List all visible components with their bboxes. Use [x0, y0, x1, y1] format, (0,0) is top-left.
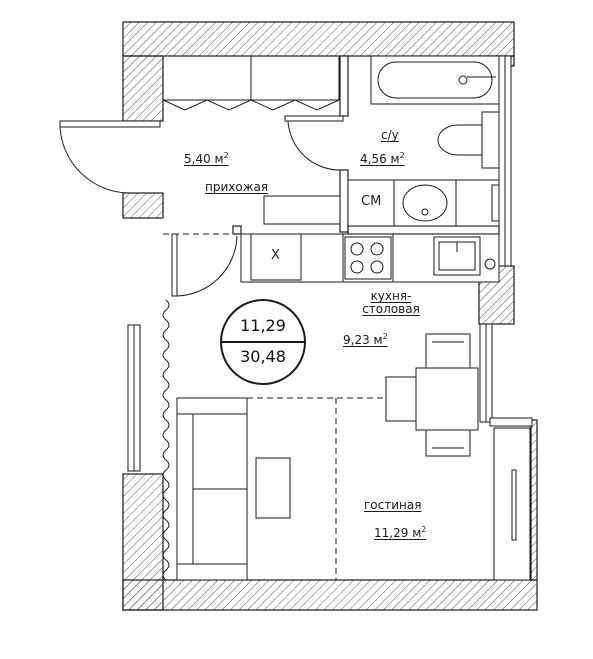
- bathroom-area: 4,56 м2: [360, 151, 405, 166]
- bathroom-name: с/у: [381, 128, 399, 142]
- kitchen-counter: [240, 233, 500, 283]
- summary-living-area: 11,29: [240, 316, 286, 335]
- sofa: [176, 397, 248, 581]
- living-area: 11,29 м2: [374, 525, 427, 540]
- toilet: [437, 111, 500, 169]
- fridge-label: Х: [271, 248, 280, 263]
- bathroom-door: [284, 115, 344, 171]
- kitchen-name-line2: столовая: [362, 302, 420, 316]
- bath-wall-upper: [339, 55, 349, 117]
- entrance-door: [59, 120, 163, 194]
- wall-top: [122, 21, 515, 57]
- wall-left-mid: [122, 192, 164, 219]
- wall-left-upper: [122, 55, 164, 122]
- washer-label: СМ: [361, 194, 382, 209]
- bathtub: [370, 55, 500, 105]
- window-right-upper: [498, 55, 512, 267]
- bath-wall-lower: [339, 169, 349, 233]
- window-right-lower: [479, 323, 533, 427]
- kitchen-door: [163, 233, 238, 297]
- summary-total-area: 30,48: [240, 347, 286, 366]
- area-summary-circle: [220, 299, 306, 385]
- hallway-area: 5,40 м2: [184, 151, 229, 166]
- living-name: гостиная: [364, 498, 422, 512]
- kitchen-wall-stub: [232, 225, 242, 235]
- kitchen-area: 9,23 м2: [343, 332, 388, 347]
- kitchen-name-line1: кухня-: [370, 289, 412, 303]
- dining-set: [385, 333, 479, 457]
- wall-right-lower: [530, 419, 538, 581]
- hallway-bench: [263, 195, 341, 225]
- curtain: [162, 299, 170, 581]
- wall-bottom: [122, 579, 538, 611]
- bath-wall-bottom: [347, 225, 500, 235]
- window-left: [127, 324, 141, 472]
- living-wardrobe: [493, 427, 531, 581]
- hallway-name: прихожая: [205, 180, 269, 194]
- coffee-table: [255, 457, 291, 519]
- wardrobe: [162, 55, 340, 111]
- bath-counter: [347, 179, 500, 227]
